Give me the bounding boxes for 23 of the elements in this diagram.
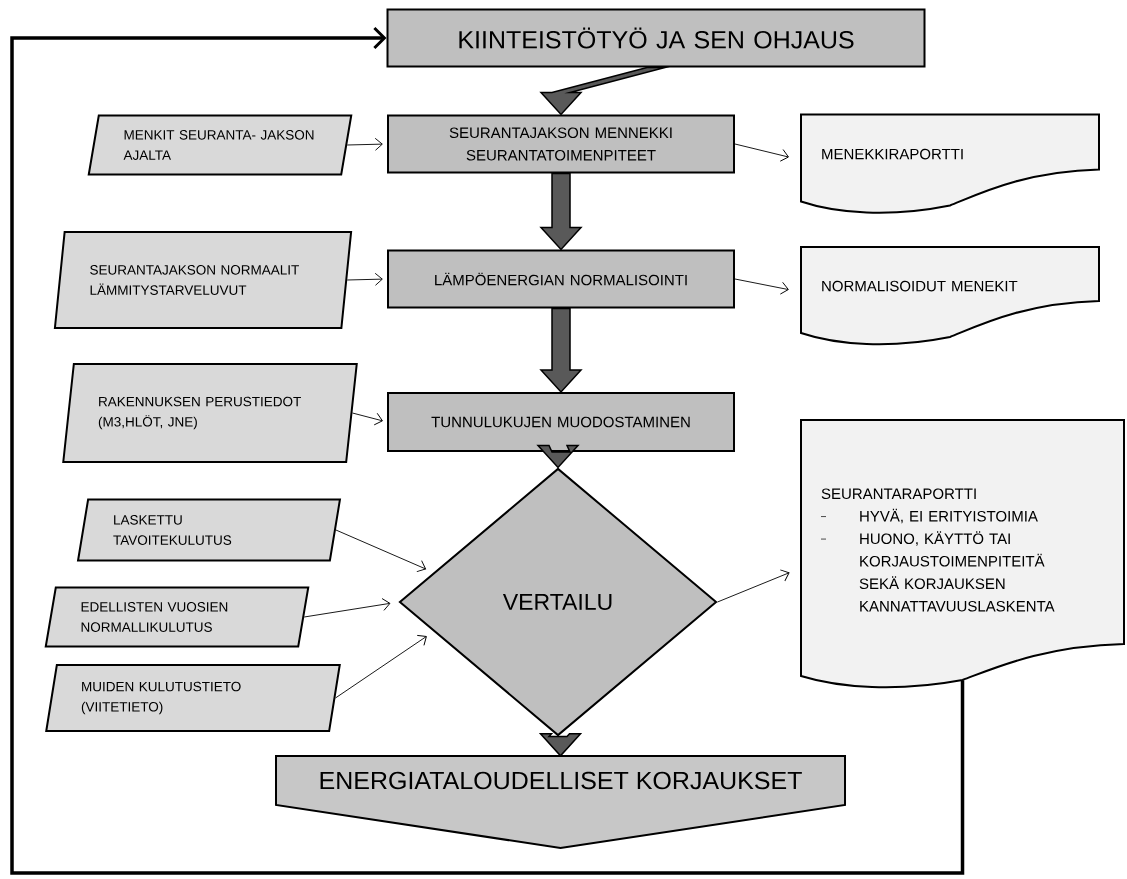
block-arrow <box>539 307 583 394</box>
arrow <box>335 529 427 573</box>
process-box: TUNNULUKUJEN MUODOSTAMINEN <box>387 392 735 452</box>
process-box: LÄMPÖENERGIAN NORMALISOINTI <box>387 249 735 309</box>
process-box: SEURANTAJAKSON MENNEKKI SEURANTATOIMENPITEET <box>387 114 735 174</box>
input-parallelogram: MUIDEN KULUTUSTIETO (VIITETIETO) <box>45 664 341 732</box>
block-arrow <box>539 172 583 251</box>
input-parallelogram: EDELLISTEN VUOSIEN NORMALLIKULUTUS <box>44 586 310 648</box>
arrow <box>303 598 391 618</box>
block-arrow <box>536 444 580 469</box>
arrow <box>352 412 383 426</box>
arrow <box>734 278 789 295</box>
feedback-arrow <box>10 26 965 875</box>
arrow <box>717 569 790 603</box>
arrow <box>346 272 383 286</box>
input-parallelogram: RAKENNUKSEN PERUSTIEDOT (M3,HLÖT, JNE) <box>62 363 358 463</box>
input-parallelogram: SEURANTAJAKSON NORMAALIT LÄMMITYSTARVELUVUT <box>53 231 353 329</box>
block-arrow <box>538 733 583 757</box>
arrow <box>734 143 789 162</box>
arrow <box>346 137 383 151</box>
arrow <box>335 634 427 699</box>
process-box: KIINTEISTÖTYÖ JA SEN OHJAUS <box>386 8 926 68</box>
input-parallelogram: MENKIT SEURANTA- JAKSON AJALTA <box>87 114 353 176</box>
